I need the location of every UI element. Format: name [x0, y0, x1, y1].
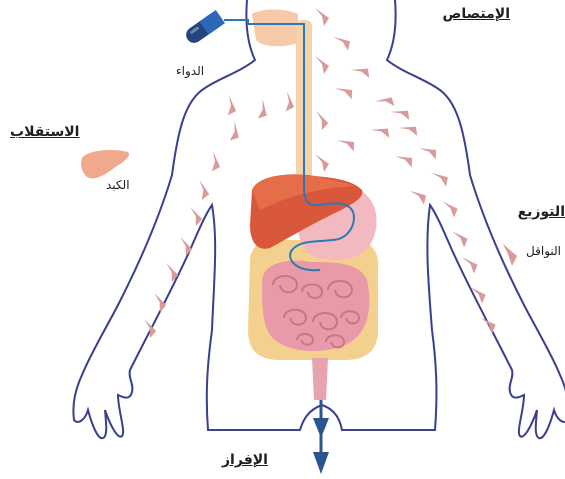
carrier-chevron	[163, 263, 180, 283]
carrier-chevron	[371, 121, 393, 144]
carrier-chevron	[313, 111, 330, 131]
carrier-chevron	[442, 199, 459, 219]
label-liver: الكبد	[106, 178, 130, 192]
carrier-chevron	[419, 141, 440, 164]
label-absorption: الإمتصاص	[443, 6, 511, 22]
carrier-chevron	[375, 91, 398, 113]
carrier-chevron	[337, 133, 358, 156]
carrier-chevron	[409, 186, 428, 208]
carrier-chevron	[220, 95, 241, 118]
carrier-chevron	[278, 91, 299, 114]
rectum	[312, 358, 328, 400]
carrier-chevron	[391, 103, 413, 126]
label-drug: الدواء	[176, 64, 204, 78]
chevron-carrier-icon	[503, 244, 517, 266]
carrier-chevron	[452, 229, 469, 249]
carrier-chevron	[315, 56, 329, 74]
mouth-esophagus	[252, 10, 298, 47]
label-excretion: الإفراز	[222, 452, 268, 468]
label-metabolism: الاستقلاب	[10, 124, 79, 140]
excretion-arrow	[313, 400, 329, 474]
carrier-chevron	[251, 99, 273, 122]
carrier-chevron	[223, 121, 245, 144]
liver-icon	[81, 150, 129, 178]
carrier-chevron	[462, 255, 479, 275]
small-intestine	[262, 261, 369, 351]
label-carriers: النواقل	[526, 244, 561, 258]
carrier-chevron	[333, 32, 352, 54]
carrier-chevron	[315, 8, 329, 26]
carrier-chevron	[335, 81, 356, 104]
carrier-chevron	[193, 180, 212, 202]
carrier-chevron	[395, 149, 416, 172]
carrier-chevron	[204, 151, 225, 174]
carrier-chevron	[315, 154, 329, 172]
label-distribution: التوزيع	[518, 204, 565, 220]
carrier-chevron	[351, 61, 373, 84]
capsule-icon	[183, 10, 225, 46]
carrier-chevron	[431, 168, 450, 190]
carrier-chevron	[399, 119, 421, 142]
